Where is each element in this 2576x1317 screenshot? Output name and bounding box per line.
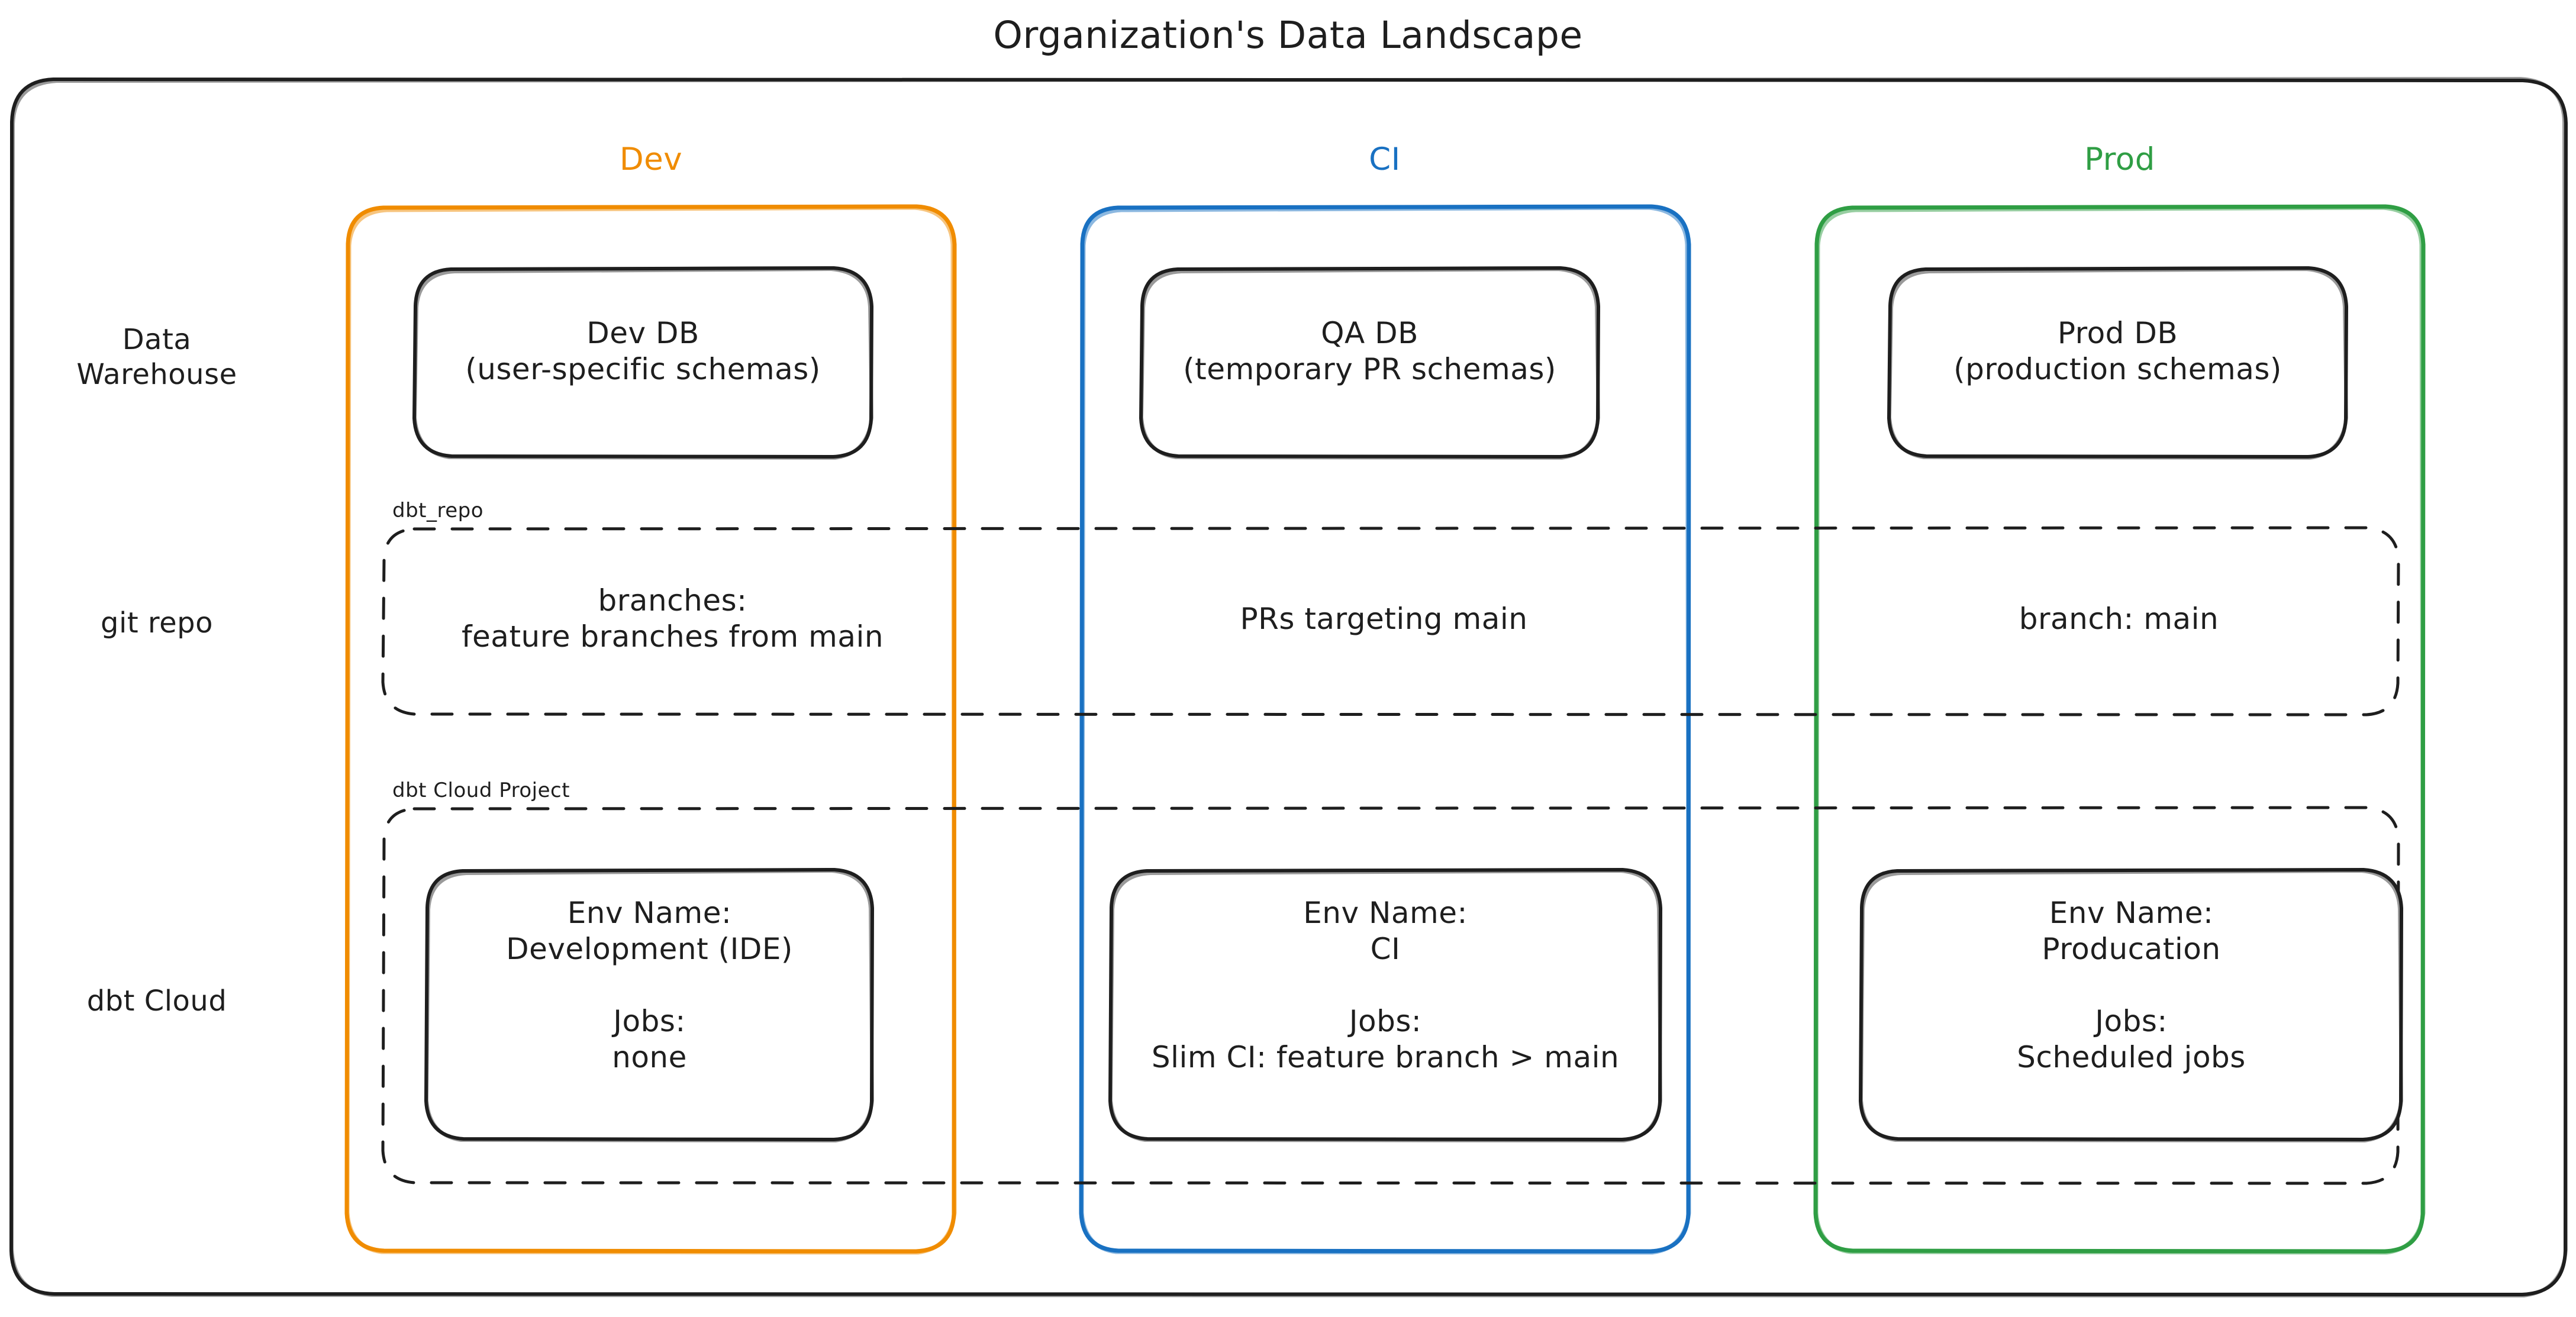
node-box-prod-db[interactable] xyxy=(1887,266,2348,460)
node-box-prod-env[interactable] xyxy=(1859,868,2403,1142)
column-header-dev: Dev xyxy=(619,141,683,177)
node-box-dev-env[interactable] xyxy=(424,868,874,1142)
group-frame-dbt-repo xyxy=(381,526,2400,716)
page-title: Organization's Data Landscape xyxy=(993,14,1583,57)
group-label-dbt-repo: dbt_repo xyxy=(392,499,484,522)
node-label-ci-prs: PRs targeting main xyxy=(1240,602,1528,636)
column-frame-ci xyxy=(1079,204,1691,1255)
node-box-dev-db[interactable] xyxy=(412,266,873,460)
node-label-prod-db: Prod DB (production schemas) xyxy=(1953,316,2282,386)
outer-frame xyxy=(9,77,2568,1297)
node-label-dev-db: Dev DB (user-specific schemas) xyxy=(465,316,821,386)
node-label-prod-env: Env Name: Producation Jobs: Scheduled jo… xyxy=(2017,896,2246,1074)
node-box-ci-env[interactable] xyxy=(1108,868,1662,1142)
column-header-ci: CI xyxy=(1369,141,1401,177)
node-label-ci-env: Env Name: CI Jobs: Slim CI: feature bran… xyxy=(1151,896,1620,1074)
node-box-qa-db[interactable] xyxy=(1139,266,1600,460)
column-frame-dev xyxy=(344,204,957,1255)
column-header-prod: Prod xyxy=(2084,141,2155,177)
node-label-qa-db: QA DB (temporary PR schemas) xyxy=(1183,316,1556,386)
column-frame-prod xyxy=(1813,204,2426,1255)
group-label-dbt-cloud-project: dbt Cloud Project xyxy=(392,779,570,802)
node-label-dev-branches: branches: feature branches from main xyxy=(461,583,884,654)
row-label-data-warehouse: Data Warehouse xyxy=(76,323,237,391)
row-label-dbt-cloud: dbt Cloud xyxy=(86,984,227,1018)
row-label-git-repo: git repo xyxy=(101,606,213,640)
node-label-prod-branch: branch: main xyxy=(2019,602,2219,636)
node-label-dev-env: Env Name: Development (IDE) Jobs: none xyxy=(506,896,793,1074)
group-frame-dbt-cloud-project xyxy=(381,806,2400,1185)
